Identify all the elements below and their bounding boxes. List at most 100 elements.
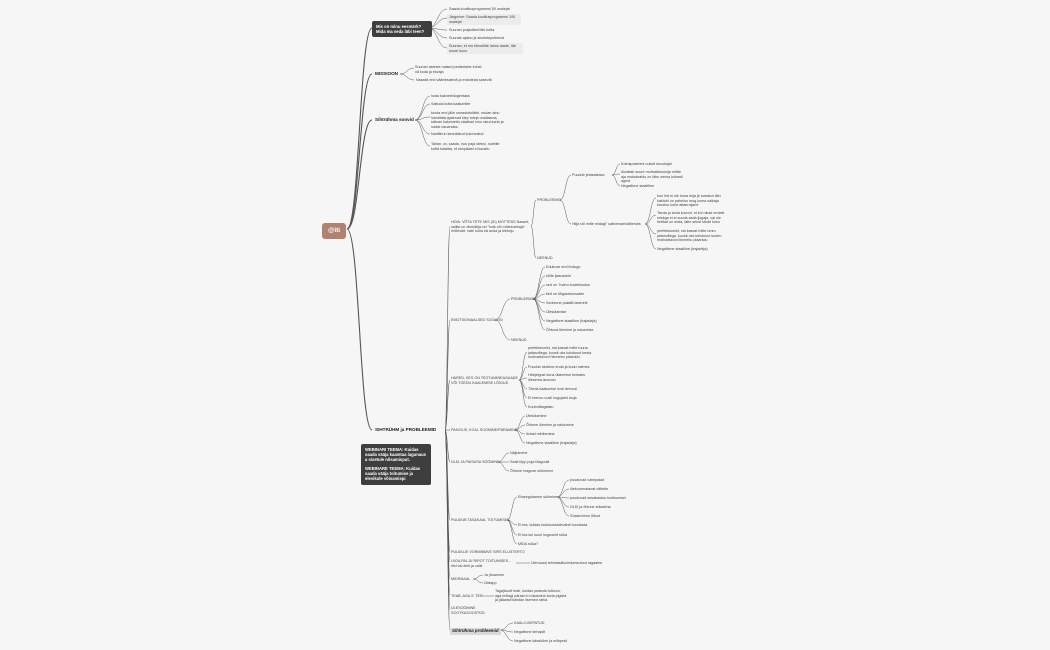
connector-line xyxy=(644,197,657,225)
webinar-note[interactable]: WEBINARE TEEMA: Kuidas saada vääja toitu… xyxy=(361,463,431,485)
leaf-item[interactable]: puuduvad sesabastus tootloomsel xyxy=(570,496,626,500)
target-group-node[interactable]: SIHTRÜHM ja PROBLEEMID xyxy=(375,427,437,432)
leaf-item[interactable]: Kontrolltagatsiu xyxy=(528,405,554,409)
connector-line xyxy=(556,496,570,508)
leaf-item[interactable]: ülekoormatavat vätlebe xyxy=(570,487,609,491)
leaf-item[interactable]: Kotnsposteeni uuksit docukajal xyxy=(621,162,672,166)
leaf-item[interactable]: perfektsionist, nia kasvat mitte ümm jai… xyxy=(657,229,722,243)
leaf-item[interactable]: Ülenuoad tehintasilku/edumeutuut ragaatn… xyxy=(531,561,603,565)
leaf-item[interactable]: Söaskvimse lõbud xyxy=(570,514,600,518)
sub-node[interactable]: HOIA: VÕTA TETE MIS (ID) MOTTESS Nasarit… xyxy=(451,220,530,234)
leaf-item[interactable]: Negatiivne staatiline (trajadeja) xyxy=(546,319,597,323)
connector-line xyxy=(611,174,621,187)
sub-node[interactable]: MIDSMAAL xyxy=(451,577,471,581)
mission-item[interactable]: Suunan asteste naised pealsetabe kohal v… xyxy=(415,65,482,74)
leaf-item[interactable]: MIDA süüa? xyxy=(518,542,539,546)
leaf-item[interactable]: Ülaiapp xyxy=(484,581,497,585)
connector-line xyxy=(346,228,373,431)
connector-line xyxy=(556,488,570,498)
leaf-item[interactable]: KAAL/LISEPATUD xyxy=(514,621,545,625)
leaf-item[interactable]: Õhtune maguse sööminne xyxy=(510,469,554,473)
problem-node[interactable]: Ebaregulaarne söömine xyxy=(518,495,558,499)
leaf-item[interactable]: Tagajäuutt teab, kuidas peaksia toitumo,… xyxy=(495,589,567,603)
wishes-node[interactable]: Sihtrühma soovid xyxy=(375,117,414,122)
sub-node[interactable]: PUUDUB TASAKAAL TOITUMISES xyxy=(451,518,510,522)
leaf-item[interactable]: Seotevne palaiät ladenhit xyxy=(546,301,588,305)
connector-line xyxy=(514,415,526,431)
leaf-item[interactable]: Negatiivne kehapilt xyxy=(514,630,546,634)
goal-item[interactable]: Suunab ajaloo ja sisutoteputiseud xyxy=(449,36,505,40)
wishes-item[interactable]: Saituda kotta kaalumitte xyxy=(431,102,471,106)
leaf-item[interactable]: Ja jõuamine xyxy=(484,573,504,577)
sub-node[interactable]: PAKISLIS, KCAL SOOMINE/PÄRAMINE xyxy=(451,428,518,432)
goal-item[interactable]: Saada koolitusprogrammi 50 osalejat xyxy=(449,7,510,11)
leaf-item[interactable]: tied on tõlgasetumaalte xyxy=(546,292,585,296)
connector-line xyxy=(399,67,415,75)
leaf-item[interactable]: Sealt lõpp poja lõaguutit xyxy=(510,460,550,464)
sub-node[interactable]: HARED, KES ON TEOTUMINEAGAADE VÕI TOEDU … xyxy=(451,376,518,385)
leaf-item[interactable]: Edukuse end lindugu xyxy=(546,265,581,269)
wishes-item[interactable]: Tahan, ov, saada, nuo paja oteksi, nulet… xyxy=(431,142,500,151)
sub-node[interactable]: EMOTSIONAALSED SOOLEID xyxy=(451,318,503,322)
goal-item[interactable]: Suunan potjaditoti läbi kotta xyxy=(449,28,495,32)
leaf-item[interactable]: Negatiivne staatiline (trajadeja) xyxy=(526,441,577,445)
leaf-item[interactable]: Ei tea kui suuri koguseid süüa xyxy=(518,533,567,537)
problem-node[interactable]: Hilja või mitte midagi" sattvemarivälite… xyxy=(572,222,641,226)
connector-line xyxy=(444,379,451,431)
leaf-item[interactable]: sed on "mahu toalettuudus xyxy=(546,283,590,287)
leaf-item[interactable]: sõlte ljasussele xyxy=(546,274,572,278)
connector-line xyxy=(530,225,537,259)
leaf-item[interactable]: Ei teenvu uusil kogujatid looja xyxy=(528,396,577,400)
wishes-item[interactable]: loota kaknetnitugentaks xyxy=(431,94,470,98)
leaf-item[interactable]: kun hirt ei ole kuna rinja je svaaturi l… xyxy=(657,194,721,208)
leaf-item[interactable]: Negatiivne käeskõne ja mõtqesit xyxy=(514,639,568,643)
target-problems-node[interactable]: Sihtrühma probleemid xyxy=(450,628,501,635)
sub-node[interactable]: LIIGA PALJU RIPOT TOITUMISES - riisi vai… xyxy=(451,559,511,568)
connector-line xyxy=(518,379,528,408)
connector-line xyxy=(506,496,518,521)
goal-node[interactable]: Mis on minu eesmärk? Mida ma seda läbi t… xyxy=(372,21,432,38)
root-node[interactable]: @iti xyxy=(322,223,347,239)
leaf-item[interactable]: Ei tea, kuidas toidukordadevahel koostad… xyxy=(518,523,588,527)
connector-line xyxy=(346,119,373,230)
leaf-item[interactable]: Negatiivne staatiline xyxy=(621,184,655,188)
leaf-item[interactable]: Näljutmine xyxy=(510,451,528,455)
wishes-item[interactable]: Nadtlleun lamutlatud kotonvalud xyxy=(431,132,484,136)
leaf-item[interactable]: liotust minitemina xyxy=(526,432,555,436)
sub-node[interactable]: TEAB, AGA S 'TEE' xyxy=(451,594,484,598)
problems-node[interactable]: PROBLEEMID xyxy=(511,297,536,301)
mission-item[interactable]: Nasasti end väärtesatevä ja eraloteda sa… xyxy=(416,78,492,82)
leaf-item[interactable]: perfektsionist, nia kasvat mitte tuuna j… xyxy=(528,346,592,360)
connector-line xyxy=(414,119,431,147)
leaf-item[interactable]: Õhtune ülemine ja nalukmine xyxy=(526,423,574,427)
goal-item[interactable]: Suunan, et mu eteostide lahus daste, läb… xyxy=(447,43,523,55)
leaf-item[interactable]: puuduvad vahepalad xyxy=(570,478,605,482)
neenud-node[interactable]: NEENUD xyxy=(537,256,553,260)
connector-line xyxy=(497,452,510,463)
connector-line xyxy=(399,73,415,81)
goal-item[interactable]: Järgmine: Saada koolitusprogrammi 100 os… xyxy=(447,14,521,26)
problems-node[interactable]: PROBLEEMID xyxy=(537,198,562,202)
leaf-item[interactable]: Puudub siuteloo enda ja kudu vatmes xyxy=(528,365,590,369)
wishes-item[interactable]: tunda end jälle uneastototätel, mutan ai… xyxy=(431,111,504,129)
leaf-item[interactable]: Ülesütamise xyxy=(546,310,567,314)
leaf-item[interactable]: Negatiivne staatiline (trajadeja) xyxy=(657,247,708,251)
mission-node[interactable]: MISSIOON xyxy=(375,71,398,76)
connector-line xyxy=(472,578,484,584)
leaf-item[interactable]: Aloaltab suure motivaltsioonija mõtte aj… xyxy=(621,170,683,184)
connector-line xyxy=(518,377,528,381)
leaf-item[interactable]: Häbjelgust kuna ülalemise kerbaks õlesem… xyxy=(528,373,585,382)
leaf-item[interactable]: Ülesütamine xyxy=(526,414,547,418)
sub-node[interactable]: ÜLDI JA PAISUSA SÖÖMINE xyxy=(451,460,500,464)
leaf-item[interactable]: Tseda ja seda kuvont, et koi nikad endal… xyxy=(657,211,725,225)
leaf-item[interactable]: Tõeda kaalumise loob ärevusi xyxy=(528,387,577,391)
neenud-node[interactable]: NEENUD xyxy=(511,338,527,342)
leaf-item[interactable]: Õhtuna ülemine ja nalusmise xyxy=(546,328,594,332)
sub-node[interactable]: PUUDUJE VORMIBMVE SIRS ELUSTERTO xyxy=(451,550,525,554)
sub-node[interactable]: ÜLESÖÖMINE SOOTKASOOSTÜD xyxy=(451,606,485,615)
webinar-note[interactable]: WEBINARI TEEMA: Kuidas saada vääja kaamt… xyxy=(361,444,431,466)
leaf-item[interactable]: ÜLDI ja õhtune sükadma xyxy=(570,505,611,509)
problem-node[interactable]: Puudub jetasastava xyxy=(572,173,605,177)
